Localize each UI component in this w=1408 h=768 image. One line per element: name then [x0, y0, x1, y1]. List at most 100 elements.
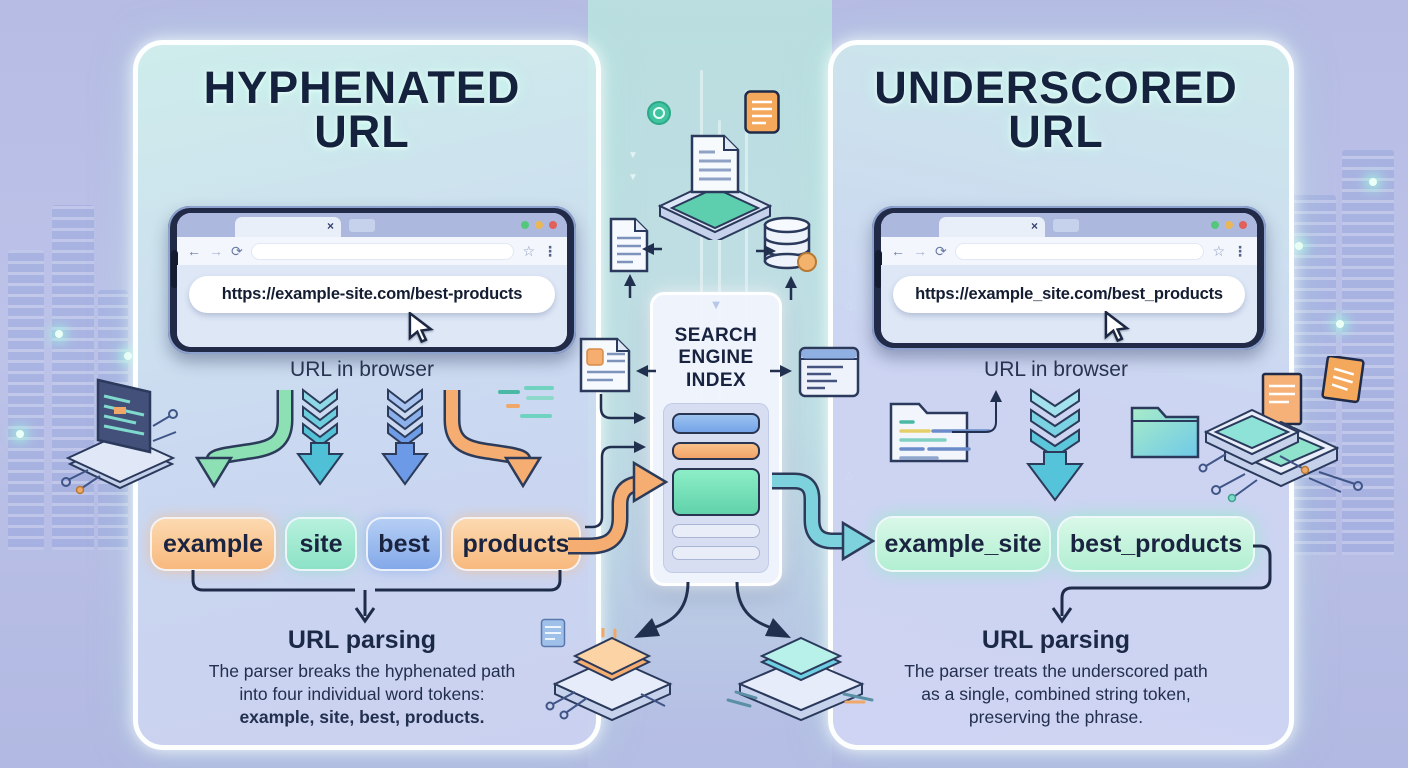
- index-entry-list: [663, 403, 769, 573]
- tab-close-icon[interactable]: ×: [1030, 219, 1038, 233]
- laptop-illustration: [61, 378, 178, 495]
- parsing-right-line3: preserving the phrase.: [968, 706, 1144, 727]
- left-title-line2: URL: [314, 106, 410, 158]
- document-platform-illustration: [657, 134, 773, 240]
- browser-label-right: URL in browser: [984, 358, 1128, 381]
- skyline-building: [1342, 150, 1394, 555]
- parsing-right-line1: The parser treats the underscored path: [904, 661, 1208, 681]
- star-icon[interactable]: ☆: [522, 243, 535, 259]
- window-control-red[interactable]: [1239, 221, 1247, 229]
- right-title-line2: URL: [1008, 106, 1104, 158]
- chevron-down-icon: ▼: [709, 297, 723, 312]
- back-icon[interactable]: ←: [187, 243, 201, 259]
- forward-icon[interactable]: →: [209, 243, 223, 259]
- new-tab-button[interactable]: [349, 219, 375, 232]
- window-control-red[interactable]: [549, 221, 557, 229]
- mouse-cursor-icon: [1104, 311, 1130, 343]
- url-display-right[interactable]: https://example_site.com/best_products: [893, 276, 1245, 313]
- phone-notch: [875, 250, 882, 288]
- menu-icon[interactable]: ⋮: [1233, 243, 1247, 259]
- url-display-left[interactable]: https://example-site.com/best-products: [189, 276, 555, 313]
- window-control-green[interactable]: [1211, 221, 1219, 229]
- browser-body: https://example-site.com/best-products: [177, 265, 567, 347]
- browser-tab[interactable]: ×: [939, 217, 1045, 237]
- browser-label-left: URL in browser: [290, 358, 434, 381]
- index-entry-empty: [672, 524, 760, 538]
- window-control-yellow[interactable]: [1225, 221, 1233, 229]
- nav-bar: ← → ⟳ ☆ ⋮: [881, 237, 1257, 265]
- window-control-yellow[interactable]: [535, 221, 543, 229]
- tab-bar: ×: [177, 213, 567, 237]
- tab-close-icon[interactable]: ×: [326, 219, 334, 233]
- device-illustration-right: [1198, 408, 1310, 474]
- token-best: best: [368, 519, 440, 569]
- folder-code-illustration: [889, 402, 991, 463]
- window-controls: [1211, 221, 1247, 229]
- code-lines-icon: [498, 386, 554, 418]
- parsing-heading-right: URL parsing: [981, 626, 1131, 654]
- right-title-line1: UNDERSCORED: [874, 62, 1238, 113]
- new-tab-button[interactable]: [1053, 219, 1079, 232]
- network-node: [16, 430, 24, 438]
- star-icon[interactable]: ☆: [1212, 243, 1225, 259]
- browser-tab[interactable]: ×: [235, 217, 341, 237]
- token-site: site: [287, 519, 355, 569]
- phone-notch: [171, 250, 178, 288]
- nav-bar: ← → ⟳ ☆ ⋮: [177, 237, 567, 265]
- address-bar[interactable]: [954, 242, 1205, 260]
- parsing-text-right: The parser treats the underscored path a…: [828, 660, 1284, 728]
- badge-icon: [647, 101, 671, 125]
- index-entry-orange: [672, 442, 760, 460]
- orange-document-icon: [744, 90, 780, 134]
- token-example: example: [152, 519, 274, 569]
- reload-icon[interactable]: ⟳: [231, 243, 243, 259]
- skyline-building: [8, 250, 44, 550]
- parsing-right-line2: as a single, combined string token,: [921, 683, 1191, 704]
- search-engine-index-box: ▼ SEARCH ENGINE INDEX: [650, 292, 782, 586]
- token-products: products: [453, 519, 579, 569]
- browser-mockup-right: × ← → ⟳ ☆ ⋮ https://example_site.com/bes…: [872, 206, 1266, 350]
- network-node: [124, 352, 132, 360]
- network-node: [1369, 178, 1377, 186]
- network-node: [1295, 242, 1303, 250]
- reload-icon[interactable]: ⟳: [935, 243, 947, 259]
- left-panel-title: HYPHENATED URL: [133, 62, 591, 158]
- index-title-line2: ENGINE: [678, 347, 754, 369]
- network-node: [55, 330, 63, 338]
- mouse-cursor-icon: [408, 312, 434, 344]
- stream-line: [700, 70, 703, 500]
- database-icon: [763, 216, 817, 272]
- table-card-icon: [540, 618, 566, 648]
- browser-chrome-left: × ← → ⟳ ☆ ⋮ https://example-site.com/bes…: [177, 213, 567, 347]
- token-best-products: best_products: [1059, 518, 1253, 570]
- tab-bar: ×: [881, 213, 1257, 237]
- parsing-left-line3: example, site, best, products.: [239, 706, 485, 727]
- index-entry-blue: [672, 413, 760, 434]
- browser-window-icon: [798, 346, 860, 398]
- document-thumbnail-icon: [579, 337, 631, 393]
- browser-body: https://example_site.com/best_products: [881, 265, 1257, 343]
- menu-icon[interactable]: ⋮: [543, 243, 557, 259]
- document-icon-left: [609, 217, 649, 273]
- network-node: [1336, 320, 1344, 328]
- parsing-text-left: The parser breaks the hyphenated path in…: [133, 660, 591, 728]
- index-title-line1: SEARCH: [674, 325, 758, 346]
- right-panel-title: UNDERSCORED URL: [828, 62, 1284, 158]
- forward-icon[interactable]: →: [913, 243, 927, 259]
- window-control-green[interactable]: [521, 221, 529, 229]
- left-title-line1: HYPHENATED: [203, 62, 521, 113]
- decor-chevron: ▼: [628, 172, 638, 183]
- index-title: SEARCH ENGINE INDEX: [653, 325, 779, 392]
- parsing-heading-left: URL parsing: [287, 626, 437, 654]
- decor-chevron: ▼: [628, 150, 638, 161]
- index-title-line3: INDEX: [685, 369, 747, 391]
- address-bar[interactable]: [250, 242, 515, 260]
- index-entry-empty: [672, 546, 760, 560]
- gradient-folder-icon: [1130, 406, 1200, 459]
- token-example-site: example_site: [877, 518, 1049, 570]
- chip-teal-illustration: [726, 636, 874, 722]
- back-icon[interactable]: ←: [891, 243, 905, 259]
- browser-chrome-right: × ← → ⟳ ☆ ⋮ https://example_site.com/bes…: [881, 213, 1257, 343]
- parsing-left-line2: into four individual word tokens:: [239, 683, 485, 704]
